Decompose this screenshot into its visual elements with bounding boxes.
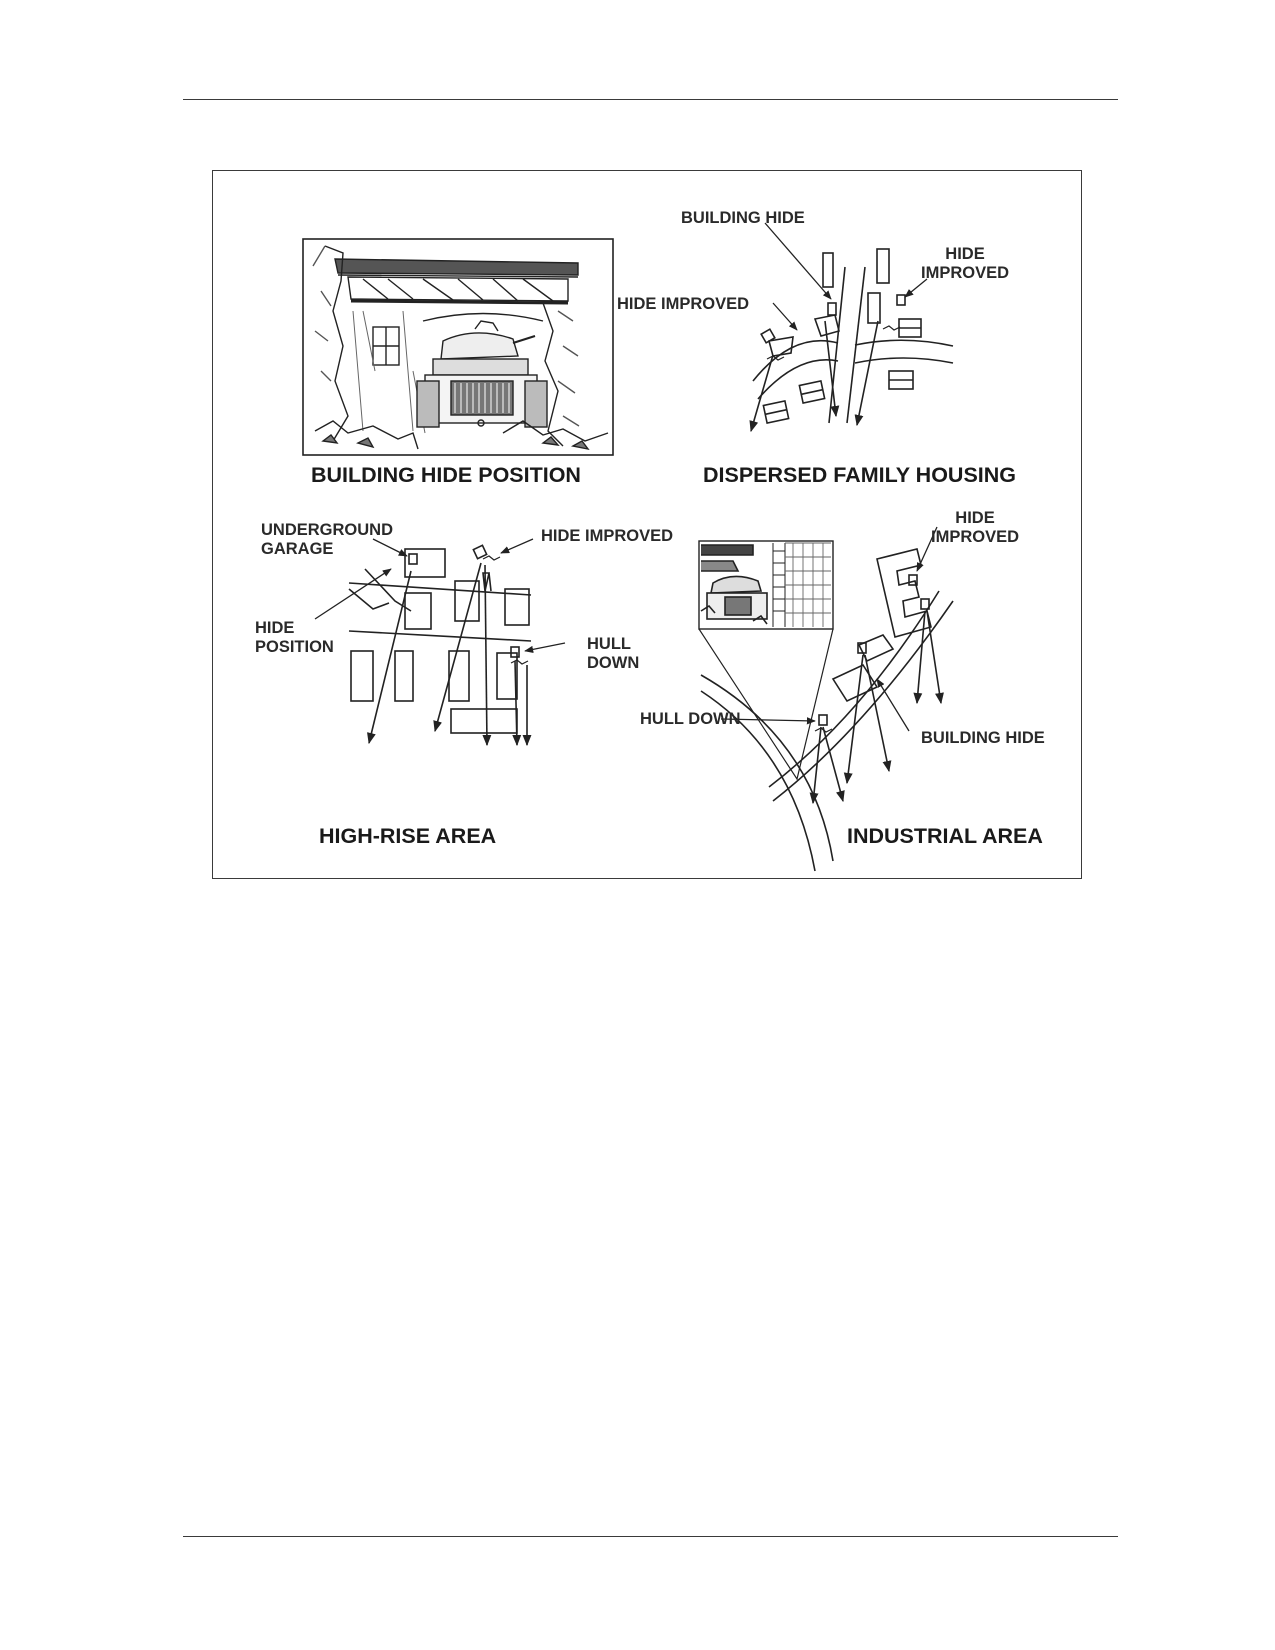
tank-icon xyxy=(896,294,906,306)
underground-garage-building xyxy=(404,548,446,578)
high-rise-map xyxy=(314,538,566,747)
industrial-area-title: INDUSTRIAL AREA xyxy=(847,824,1043,848)
tank-icon xyxy=(472,544,488,560)
house xyxy=(876,248,890,284)
tank-icon xyxy=(857,642,867,654)
highrise-hide-improved-label: HIDE IMPROVED xyxy=(541,527,674,545)
industrial-hide-improved-label: HIDE IMPROVED xyxy=(931,509,1020,546)
industrial-map xyxy=(698,526,954,872)
building xyxy=(394,650,414,702)
industrial-hull-down-label: HULL DOWN xyxy=(640,710,741,728)
building xyxy=(404,592,432,630)
header-rule xyxy=(183,99,1118,100)
building xyxy=(350,650,374,702)
industrial-building-hide-label: BUILDING HIDE xyxy=(921,729,1045,747)
tank-icon xyxy=(827,302,837,316)
tank-icon xyxy=(818,714,828,726)
footer-rule xyxy=(183,1536,1118,1537)
tank-in-building xyxy=(416,320,548,428)
tank-icon xyxy=(510,646,520,658)
house xyxy=(822,252,834,288)
underground-garage-label: UNDERGROUND GARAGE xyxy=(261,521,393,558)
high-rise-area-title: HIGH-RISE AREA xyxy=(319,824,497,848)
building xyxy=(454,580,480,622)
building xyxy=(496,652,518,700)
building-hide-position-title: BUILDING HIDE POSITION xyxy=(311,463,581,487)
figure-artwork xyxy=(302,222,954,872)
hide-position-label: HIDE POSITION xyxy=(255,619,334,656)
building xyxy=(504,588,530,626)
tank-icon xyxy=(408,553,418,565)
highrise-hull-down-label: HULL DOWN xyxy=(587,635,640,672)
dispersed-building-hide-label: BUILDING HIDE xyxy=(681,209,805,227)
building xyxy=(448,650,470,702)
dispersed-family-housing-title: DISPERSED FAMILY HOUSING xyxy=(703,463,1017,487)
dispersed-housing-map xyxy=(749,222,954,433)
industrial-inset-illustration xyxy=(698,540,834,781)
dispersed-hide-improved-right-label: HIDE IMPROVED xyxy=(921,245,1010,282)
tank-icon xyxy=(908,574,918,586)
dispersed-hide-improved-label: HIDE IMPROVED xyxy=(617,295,750,313)
hide-improved-building xyxy=(876,548,932,638)
building-hide-illustration xyxy=(302,238,614,456)
urban-hide-positions-figure: BUILDING HIDE POSITION DISPERSED FAMILY … xyxy=(212,170,1082,879)
house xyxy=(867,292,881,324)
tank-icon xyxy=(920,598,930,610)
building xyxy=(857,634,895,663)
building xyxy=(450,708,518,734)
